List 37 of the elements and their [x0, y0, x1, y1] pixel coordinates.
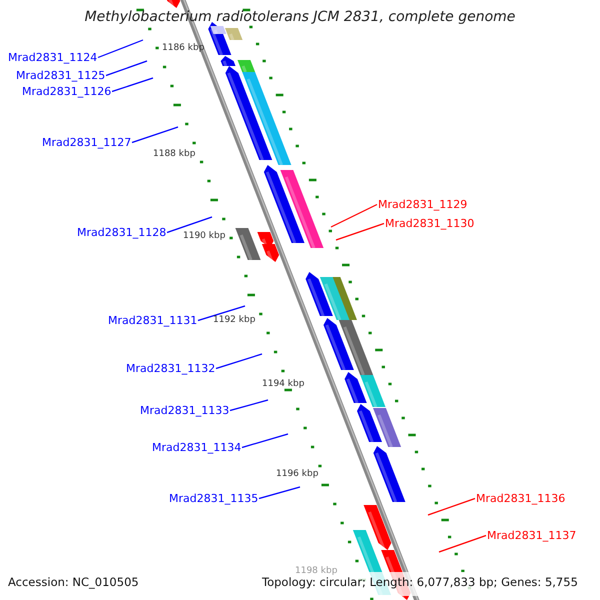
- scale-label: 1196 kbp: [276, 470, 318, 479]
- scale-label: 1192 kbp: [213, 316, 256, 325]
- gene-label: Mrad2831_1134: [152, 442, 242, 453]
- scale-label: 1194 kbp: [262, 380, 304, 389]
- leader-line: [132, 126, 178, 144]
- gene-label: Mrad2831_1125: [16, 70, 106, 81]
- leader-line: [336, 222, 384, 241]
- leader-line: [230, 399, 268, 412]
- footer-note: Topology: circular; Length: 6,077,833 bp; Genes: 5,755: [262, 577, 578, 588]
- scale-label: 1188 kbp: [153, 150, 196, 159]
- scale-label: 1198 kbp: [295, 567, 338, 576]
- leader-line: [106, 60, 148, 76]
- leader-line: [198, 305, 246, 322]
- leader-line: [112, 77, 154, 92]
- leader-line: [330, 204, 378, 228]
- gene-label: Mrad2831_1129: [378, 199, 468, 210]
- gene-label: Mrad2831_1136: [476, 493, 566, 504]
- gene-label: Mrad2831_1133: [140, 405, 230, 416]
- gene-label: Mrad2831_1130: [385, 218, 474, 229]
- title: Methylobacterium radiotolerans JCM 2831, complete genome: [84, 10, 516, 24]
- leader-line: [98, 39, 144, 58]
- leader-line: [438, 534, 486, 553]
- leader-line: [242, 433, 288, 448]
- gene-label: Mrad2831_1127: [42, 137, 132, 148]
- gene-label: Mrad2831_1137: [487, 530, 576, 541]
- gene-label: Mrad2831_1132: [126, 363, 216, 374]
- gene-label: Mrad2831_1126: [22, 86, 112, 97]
- gene-label: Mrad2831_1131: [108, 315, 198, 326]
- leader-line: [216, 353, 262, 370]
- leader-line: [258, 486, 300, 500]
- leader-line: [166, 216, 212, 234]
- gene-label: Mrad2831_1135: [169, 493, 258, 504]
- leader-line: [428, 498, 476, 516]
- gene-label: Mrad2831_1128: [77, 227, 166, 238]
- footer-note: Accession: NC_010505: [8, 577, 139, 588]
- gene-label: Mrad2831_1124: [8, 52, 98, 63]
- scale-label: 1190 kbp: [183, 232, 226, 241]
